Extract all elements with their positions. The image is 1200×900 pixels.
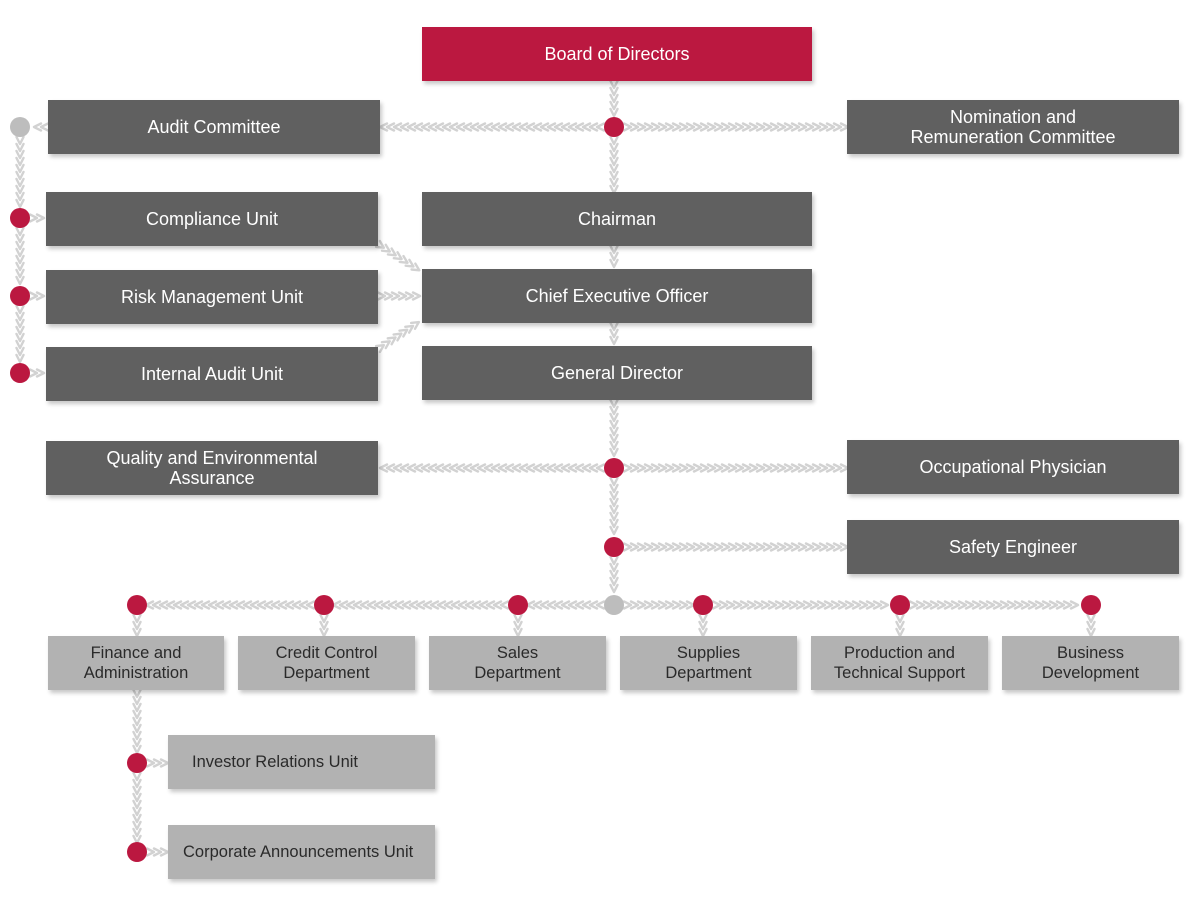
- connector-to-internal-audit-unit: [28, 368, 46, 378]
- connector-to-compliance-unit: [28, 213, 46, 223]
- connector-row-2: [331, 600, 510, 610]
- connector-row-6: [908, 600, 1080, 610]
- connector-drop-finance: [132, 613, 142, 638]
- safety-engineer-box: Safety Engineer: [847, 520, 1179, 574]
- connector-board-to-junction: [609, 79, 619, 118]
- safety-engineer-junction-node: [604, 537, 624, 557]
- internal-audit-junction-node: [10, 363, 30, 383]
- investor-relations-unit-box: Investor Relations Unit: [168, 735, 435, 789]
- connector-gd-to-junction: [609, 398, 619, 458]
- sales-junction-node: [508, 595, 528, 615]
- connector-compliance-to-ceo: [374, 239, 421, 272]
- sales-department-box: Sales Department: [429, 636, 606, 690]
- connector-drop-business: [1086, 613, 1096, 638]
- connector-row-3: [144, 600, 316, 610]
- internal-audit-unit-box: Internal Audit Unit: [46, 347, 378, 401]
- connector-row-5: [711, 600, 890, 610]
- connector-to-safety-engineer: [622, 542, 850, 552]
- chairman-box: Chairman: [422, 192, 812, 246]
- risk-management-unit-box: Risk Management Unit: [46, 270, 378, 324]
- production-technical-support-box: Production and Technical Support: [811, 636, 988, 690]
- nomination-remuneration-committee-box: Nomination and Remuneration Committee: [847, 100, 1179, 154]
- finance-administration-box: Finance and Administration: [48, 636, 224, 690]
- credit-control-junction-node: [314, 595, 334, 615]
- junction-committees-node: [604, 117, 624, 137]
- occupational-physician-box: Occupational Physician: [847, 440, 1179, 494]
- connector-left-line-2: [15, 226, 25, 286]
- connector-drop-supplies: [698, 613, 708, 638]
- connector-junction-to-chairman: [609, 135, 619, 195]
- connector-drop-credit: [319, 613, 329, 638]
- quality-environmental-assurance-box: Quality and Environmental Assurance: [46, 441, 378, 495]
- audit-committee-box: Audit Committee: [48, 100, 380, 154]
- connector-ceo-to-general-director: [609, 321, 619, 346]
- finance-junction-node: [127, 595, 147, 615]
- connector-chairman-to-ceo: [609, 244, 619, 269]
- credit-control-department-box: Credit Control Department: [238, 636, 415, 690]
- connector-to-audit-committee: [378, 122, 606, 132]
- connector-left-line-1: [15, 135, 25, 209]
- connector-to-risk-management-unit: [28, 291, 46, 301]
- connector-risk-to-ceo: [376, 291, 422, 301]
- business-development-junction-node: [1081, 595, 1101, 615]
- connector-to-investor-relations: [145, 758, 170, 768]
- connector-junction-to-safety: [609, 476, 619, 536]
- production-junction-node: [890, 595, 910, 615]
- connector-to-occupational-physician: [622, 463, 850, 473]
- connector-row-4: [622, 600, 696, 610]
- corporate-announcements-unit-box: Corporate Announcements Unit: [168, 825, 435, 879]
- risk-management-junction-node: [10, 286, 30, 306]
- chief-executive-officer-box: Chief Executive Officer: [422, 269, 812, 323]
- general-director-box: General Director: [422, 346, 812, 400]
- connector-drop-production: [895, 613, 905, 638]
- connector-audit-committee-to-left-line: [32, 122, 50, 132]
- connector-internal-audit-to-ceo: [374, 320, 421, 354]
- connector-to-quality-assurance: [378, 463, 606, 473]
- compliance-unit-box: Compliance Unit: [46, 192, 378, 246]
- connector-drop-sales: [513, 613, 523, 638]
- connector-to-corporate-announcements: [145, 847, 170, 857]
- connector-to-nomination-committee: [622, 122, 850, 132]
- departments-center-node: [604, 595, 624, 615]
- board-of-directors-box: Board of Directors: [422, 27, 812, 81]
- business-development-box: Business Development: [1002, 636, 1179, 690]
- connector-row-1: [525, 600, 606, 610]
- supplies-department-box: Supplies Department: [620, 636, 797, 690]
- corporate-announcements-junction-node: [127, 842, 147, 862]
- connector-to-departments: [609, 555, 619, 594]
- investor-relations-junction-node: [127, 753, 147, 773]
- compliance-junction-node: [10, 208, 30, 228]
- connector-left-line-3: [15, 304, 25, 364]
- connector-finance-down-2: [132, 771, 142, 845]
- connector-finance-down-1: [132, 688, 142, 755]
- supplies-junction-node: [693, 595, 713, 615]
- audit-line-top-node: [10, 117, 30, 137]
- assurance-physician-junction-node: [604, 458, 624, 478]
